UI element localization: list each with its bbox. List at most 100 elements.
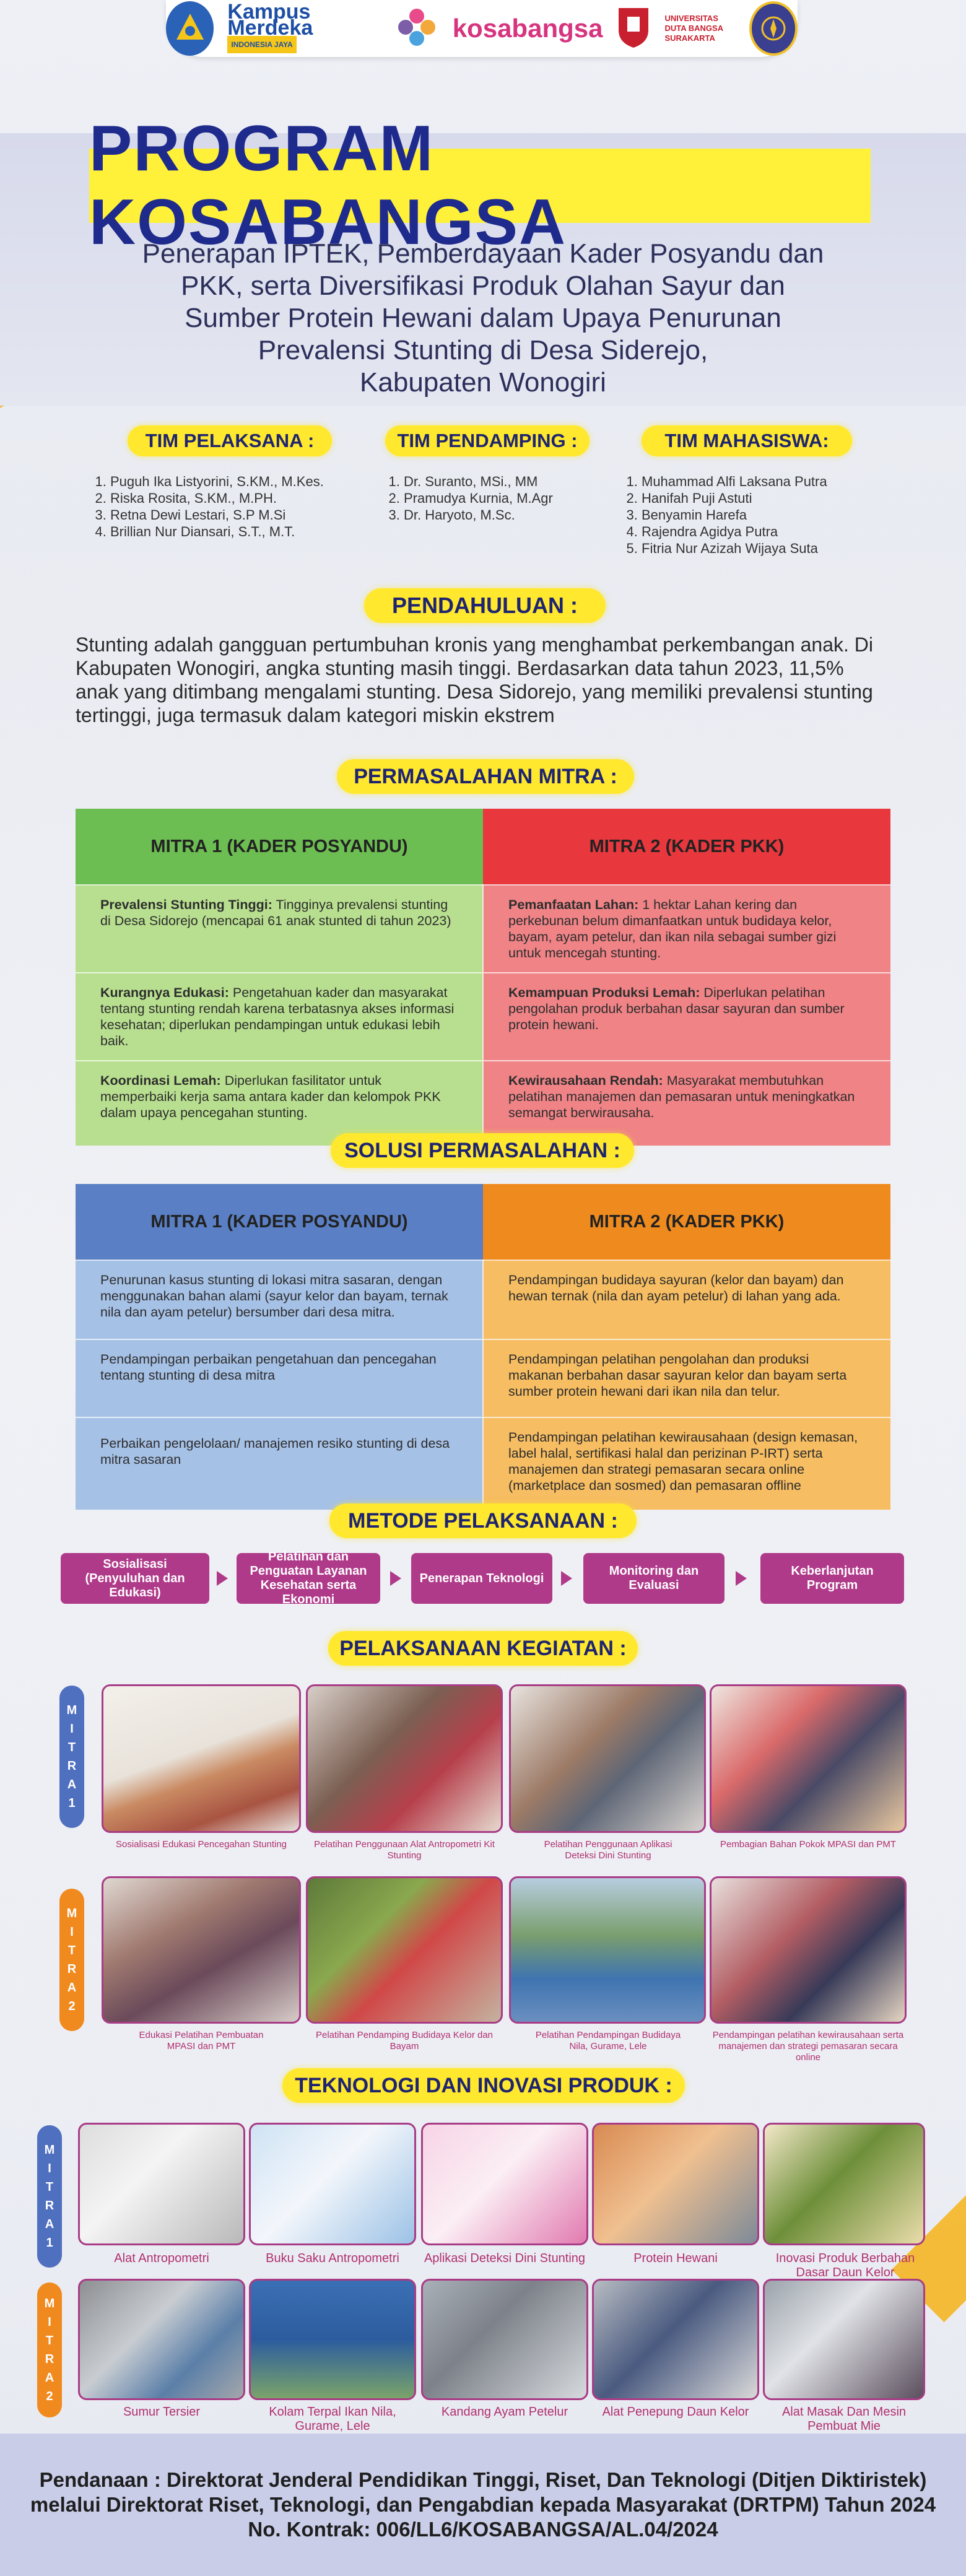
activity-photo bbox=[509, 1876, 706, 2024]
flow-arrow-icon bbox=[217, 1571, 228, 1586]
list-item: Pramudya Kurnia, M.Agr bbox=[404, 490, 639, 507]
activity-photo bbox=[509, 1684, 706, 1833]
table-row: Kurangnya Edukasi: Pengetahuan kader dan… bbox=[76, 972, 890, 1061]
problems-heading: PERMASALAHAN MITRA : bbox=[337, 759, 634, 794]
activity-caption: Pelatihan Penggunaan Alat Antropometri K… bbox=[314, 1839, 495, 1861]
method-heading: METODE PELAKSANAAN : bbox=[329, 1503, 637, 1538]
solutions-table: MITRA 1 (KADER POSYANDU) MITRA 2 (KADER … bbox=[76, 1184, 890, 1510]
problem-cell-mitra2: Kemampuan Produksi Lemah: Diperlukan pel… bbox=[483, 972, 890, 1061]
activity-photo bbox=[710, 1876, 907, 2024]
method-step-1: Sosialisasi (Penyuluhan dan Edukasi) bbox=[61, 1553, 209, 1604]
udb-logo-text: UNIVERSITAS DUTA BANGSA SURAKARTA bbox=[664, 14, 723, 43]
flow-arrow-icon bbox=[736, 1571, 747, 1586]
page-title: PROGRAM KOSABANGSA bbox=[89, 113, 567, 258]
solution-cell-mitra1: Perbaikan pengelolaan/ manajemen resiko … bbox=[76, 1417, 484, 1510]
solution-cell-mitra2: Pendampingan pelatihan pengolahan dan pr… bbox=[483, 1339, 890, 1417]
university-seal-icon bbox=[749, 1, 798, 56]
table-row: Perbaikan pengelolaan/ manajemen resiko … bbox=[76, 1417, 890, 1510]
technology-caption: Alat Penepung Daun Kelor bbox=[602, 2405, 749, 2419]
list-item: Dr. Haryoto, M.Sc. bbox=[404, 507, 639, 523]
technology-photo bbox=[78, 2279, 245, 2400]
activity-caption: Pelatihan Penggunaan Aplikasi Deteksi Di… bbox=[544, 1839, 672, 1861]
problems-col-mitra2: MITRA 2 (KADER PKK) bbox=[483, 809, 890, 885]
solutions-col-mitra1: MITRA 1 (KADER POSYANDU) bbox=[76, 1184, 483, 1260]
title-box: PROGRAM KOSABANGSA bbox=[89, 113, 871, 258]
technology-caption: Alat Masak Dan Mesin Pembuat Mie bbox=[781, 2405, 907, 2433]
solutions-heading: SOLUSI PERMASALAHAN : bbox=[331, 1133, 634, 1168]
technology-photo bbox=[592, 2279, 759, 2400]
intro-text: Stunting adalah gangguan pertumbuhan kro… bbox=[76, 633, 873, 726]
technology-photo bbox=[763, 2279, 925, 2400]
solution-cell-mitra2: Pendampingan pelatihan kewirausahaan (de… bbox=[483, 1417, 890, 1510]
technology-photo bbox=[249, 2279, 416, 2400]
activity-photo bbox=[306, 1684, 503, 1833]
list-item: Hanifah Puji Astuti bbox=[642, 490, 902, 507]
activity-caption: Pembagian Bahan Pokok MPASI dan PMT bbox=[720, 1839, 897, 1850]
funding-line: Pendanaan : Direktorat Jenderal Pendidik… bbox=[39, 2468, 927, 2491]
logo-bar: Kampus Merdeka INDONESIA JAYA kosabangsa… bbox=[166, 0, 798, 57]
table-row: Prevalensi Stunting Tinggi: Tingginya pr… bbox=[76, 884, 890, 973]
activity-photo bbox=[710, 1684, 907, 1833]
list-item: Dr. Suranto, MSi., MM bbox=[404, 473, 639, 490]
activity-caption: Pelatihan Pendamping Budidaya Kelor dan … bbox=[315, 2030, 494, 2052]
table-row: Koordinasi Lemah: Diperlukan fasilitator… bbox=[76, 1060, 890, 1146]
activity-photo bbox=[102, 1876, 301, 2024]
page-subtitle: Penerapan IPTEK, Pemberdayaan Kader Posy… bbox=[142, 238, 824, 398]
flow-arrow-icon bbox=[561, 1571, 572, 1586]
list-item: Benyamin Harefa bbox=[642, 507, 902, 523]
table-row: Pendampingan perbaikan pengetahuan dan p… bbox=[76, 1339, 890, 1417]
list-item: Puguh Ika Listyorini, S.KM., M.Kes. bbox=[110, 473, 376, 490]
method-step-3: Penerapan Teknologi bbox=[411, 1553, 552, 1604]
technology-caption: Kandang Ayam Petelur bbox=[441, 2405, 568, 2419]
problems-col-mitra1: MITRA 1 (KADER POSYANDU) bbox=[76, 809, 483, 885]
team-pendamping-heading: TIM PENDAMPING : bbox=[385, 425, 590, 456]
solution-cell-mitra1: Pendampingan perbaikan pengetahuan dan p… bbox=[76, 1339, 484, 1417]
kosabangsa-logo-text: kosabangsa bbox=[452, 14, 603, 43]
technology-caption: Aplikasi Deteksi Dini Stunting bbox=[424, 2252, 586, 2265]
solutions-col-mitra2: MITRA 2 (KADER PKK) bbox=[483, 1184, 890, 1260]
technology-caption: Protein Hewani bbox=[633, 2252, 718, 2265]
funding-line: melalui Direktorat Riset, Teknologi, dan… bbox=[30, 2493, 936, 2516]
technology-photo bbox=[249, 2123, 416, 2245]
activity-caption: Pelatihan Pendampingan Budidaya Nila, Gu… bbox=[535, 2030, 681, 2052]
technology-heading: TEKNOLOGI DAN INOVASI PRODUK : bbox=[282, 2068, 685, 2103]
technology-photo bbox=[592, 2123, 759, 2245]
method-step-5: Keberlanjutan Program bbox=[760, 1553, 904, 1604]
technology-photo bbox=[421, 2279, 588, 2400]
list-item: Rajendra Agidya Putra bbox=[642, 523, 902, 540]
flow-arrow-icon bbox=[390, 1571, 401, 1586]
technology-photo bbox=[421, 2123, 588, 2245]
list-item: Retna Dewi Lestari, S.P M.Si bbox=[110, 507, 376, 523]
team-pelaksana-list: Puguh Ika Listyorini, S.KM., M.Kes. Risk… bbox=[93, 473, 376, 540]
technology-photo bbox=[78, 2123, 245, 2245]
activities-heading: PELAKSANAAN KEGIATAN : bbox=[328, 1631, 638, 1666]
contract-number: No. Kontrak: 006/LL6/KOSABANGSA/AL.04/20… bbox=[248, 2518, 718, 2541]
solution-cell-mitra1: Penurunan kasus stunting di lokasi mitra… bbox=[76, 1260, 484, 1339]
problem-cell-mitra1: Prevalensi Stunting Tinggi: Tingginya pr… bbox=[76, 884, 484, 973]
problem-cell-mitra2: Pemanfaatan Lahan: 1 hektar Lahan kering… bbox=[483, 884, 890, 973]
team-mahasiswa-list: Muhammad Alfi Laksana Putra Hanifah Puji… bbox=[624, 473, 902, 557]
funding-footer: Pendanaan : Direktorat Jenderal Pendidik… bbox=[0, 2434, 966, 2576]
activity-caption: Sosialisasi Edukasi Pencegahan Stunting bbox=[115, 1839, 287, 1850]
intro-heading: PENDAHULUAN : bbox=[364, 588, 606, 623]
team-mahasiswa-heading: TIM MAHASISWA: bbox=[642, 425, 852, 456]
list-item: Riska Rosita, S.KM., M.PH. bbox=[110, 490, 376, 507]
kampus-merdeka-logo: Kampus Merdeka INDONESIA JAYA bbox=[227, 1, 380, 53]
team-pelaksana-heading: TIM PELAKSANA : bbox=[128, 425, 332, 456]
list-item: Muhammad Alfi Laksana Putra bbox=[642, 473, 902, 490]
table-row: Penurunan kasus stunting di lokasi mitra… bbox=[76, 1260, 890, 1339]
problems-table: MITRA 1 (KADER POSYANDU) MITRA 2 (KADER … bbox=[76, 809, 890, 1146]
technology-photo bbox=[763, 2123, 925, 2245]
list-item: Brillian Nur Diansari, S.T., M.T. bbox=[110, 523, 376, 540]
activity-caption: Edukasi Pelatihan Pembuatan MPASI dan PM… bbox=[139, 2030, 264, 2052]
activity-photo bbox=[102, 1684, 301, 1833]
technology-caption: Kolam Terpal Ikan Nila, Gurame, Lele bbox=[269, 2405, 396, 2433]
method-step-2: Pelatihan dan Penguatan Layanan Kesehata… bbox=[237, 1550, 380, 1606]
problem-cell-mitra1: Kurangnya Edukasi: Pengetahuan kader dan… bbox=[76, 972, 484, 1061]
method-step-4: Monitoring dan Evaluasi bbox=[583, 1553, 724, 1604]
kosabangsa-logo-icon bbox=[394, 5, 439, 53]
technology-caption: Alat Antropometri bbox=[114, 2252, 209, 2265]
